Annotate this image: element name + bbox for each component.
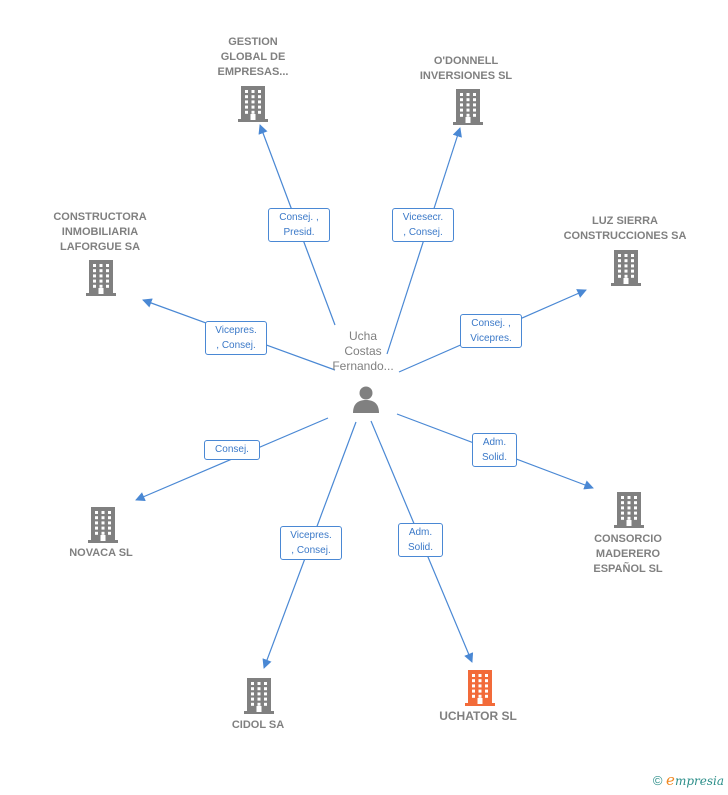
person-icon[interactable] — [351, 384, 381, 414]
building-icon[interactable] — [453, 89, 483, 125]
company-name-gestion[interactable]: GESTION GLOBAL DE EMPRESAS... — [208, 35, 298, 80]
relation-label-odonnell: Vicesecr. , Consej. — [392, 208, 454, 242]
company-name-consorcio[interactable]: CONSORCIO MADERERO ESPAÑOL SL — [568, 532, 688, 577]
company-label: NOVACA SL — [69, 547, 133, 559]
relation-label-uchator: Adm. Solid. — [398, 523, 443, 557]
company-label: CIDOL SA — [231, 719, 285, 731]
company-label: CONSORCIO MADERERO ESPAÑOL SL — [593, 533, 663, 575]
company-name-luzsierra[interactable]: LUZ SIERRA CONSTRUCCIONES SA — [545, 214, 705, 244]
relation-label-cidol: Vicepres. , Consej. — [280, 526, 342, 560]
company-label: LUZ SIERRA CONSTRUCCIONES SA — [563, 215, 687, 242]
company-label: UCHATOR SL — [439, 709, 517, 723]
copyright-icon: © — [652, 773, 663, 788]
building-icon[interactable] — [238, 86, 268, 122]
relation-label-constructora: Vicepres. , Consej. — [205, 321, 267, 355]
footer-brand[interactable]: © empresia — [653, 771, 724, 789]
relation-label-consorcio: Adm. Solid. — [472, 433, 517, 467]
company-name-uchator[interactable]: UCHATOR SL — [420, 709, 536, 724]
relation-label-luzsierra: Consej. , Vicepres. — [460, 314, 522, 348]
building-icon[interactable] — [611, 250, 641, 286]
building-icon[interactable] — [88, 507, 118, 543]
building-icon[interactable] — [86, 260, 116, 296]
company-name-cidol[interactable]: CIDOL SA — [210, 718, 306, 733]
company-name-odonnell[interactable]: O'DONNELL INVERSIONES SL — [400, 54, 532, 84]
person-name[interactable]: Ucha Costas Fernando... — [332, 329, 394, 373]
company-label: O'DONNELL INVERSIONES SL — [419, 55, 513, 82]
relation-label-novaca: Consej. — [204, 440, 260, 460]
company-label: GESTION GLOBAL DE EMPRESAS... — [217, 36, 289, 78]
relation-label-gestion: Consej. , Presid. — [268, 208, 330, 242]
building-icon[interactable] — [244, 678, 274, 714]
company-name-novaca[interactable]: NOVACA SL — [50, 546, 152, 561]
building-icon[interactable] — [465, 670, 495, 706]
company-name-constructora[interactable]: CONSTRUCTORA INMOBILIARIA LAFORGUE SA — [40, 210, 160, 255]
company-label: CONSTRUCTORA INMOBILIARIA LAFORGUE SA — [53, 211, 147, 253]
building-icon[interactable] — [614, 492, 644, 528]
empresia-logo: empresia — [666, 771, 724, 789]
